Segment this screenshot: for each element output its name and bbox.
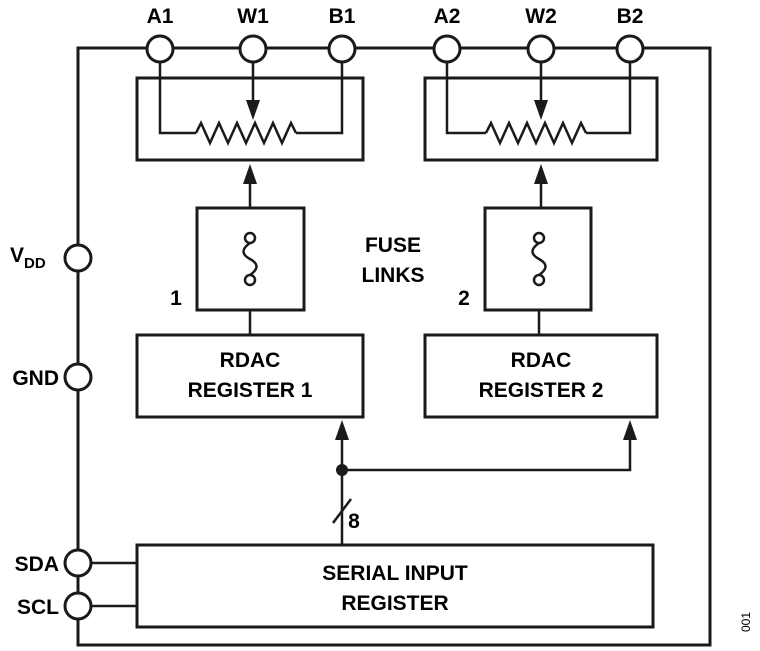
bus-arrow-rdac-2: [623, 420, 637, 440]
bus-width-label: 8: [348, 510, 360, 533]
bus-to-rdac-2: [342, 438, 632, 472]
potentiometer-1-box: [135, 76, 365, 162]
serial-input-register-line2: REGISTER: [341, 592, 448, 615]
rdac-register-1-box: [135, 333, 365, 419]
fuse-2-arrow: [534, 164, 548, 184]
pin-w2: [526, 34, 556, 64]
pin-label-w1: W1: [237, 5, 269, 28]
rdac-register-1-line1: RDAC: [220, 349, 281, 372]
pin-vdd: [63, 243, 93, 273]
resistor-1: [194, 119, 298, 147]
resistor-2: [484, 119, 588, 147]
pin-label-a2: A2: [434, 5, 461, 28]
pin-label-gnd: GND: [12, 367, 59, 390]
pin-scl: [63, 591, 93, 621]
pin-label-vdd-sub: DD: [24, 255, 46, 272]
b1-lead: [296, 62, 344, 135]
pin-label-b2: B2: [617, 5, 644, 28]
a1-lead: [158, 62, 196, 135]
pin-label-a1: A1: [147, 5, 174, 28]
pin-b1: [327, 34, 357, 64]
rdac-register-2-line1: RDAC: [511, 349, 572, 372]
pin-a2: [432, 34, 462, 64]
pin-a1: [145, 34, 175, 64]
pin-label-sda: SDA: [15, 553, 59, 576]
a2-lead: [445, 62, 486, 135]
fuse-links-label-line1: FUSE: [365, 234, 421, 257]
fuse-2-icon: [531, 231, 547, 287]
rdac-register-2-box: [423, 333, 659, 419]
pin-gnd: [63, 362, 93, 392]
package-outline: [76, 46, 712, 647]
pin-sda: [63, 548, 93, 578]
pin-w1: [238, 34, 268, 64]
rdac-register-1-line2: REGISTER 1: [188, 379, 313, 402]
bus-width-slash: [332, 498, 352, 524]
bus-junction-dot: [336, 464, 348, 476]
figure-id: 001: [739, 612, 753, 632]
rdac-register-2-line2: REGISTER 2: [479, 379, 604, 402]
fuse-1-arrow: [243, 164, 257, 184]
pin-label-w2: W2: [525, 5, 557, 28]
pin-label-vdd: VDD: [10, 244, 46, 272]
pin-b2: [615, 34, 645, 64]
fuse-links-label-line2: LINKS: [362, 264, 425, 287]
serial-input-register-line1: SERIAL INPUT: [322, 562, 468, 585]
serial-input-register-box: [135, 543, 655, 629]
pin-label-b1: B1: [329, 5, 356, 28]
w2-wiper-arrow: [534, 100, 548, 120]
fuse-1-icon: [242, 231, 258, 287]
bus-arrow-rdac-1: [335, 420, 349, 440]
fuse-number-2: 2: [458, 287, 470, 310]
fuse-number-1: 1: [170, 287, 182, 310]
w1-wiper-arrow: [246, 100, 260, 120]
b2-lead: [586, 62, 632, 135]
pin-label-scl: SCL: [17, 596, 59, 619]
pin-label-vdd-main: V: [10, 244, 24, 267]
